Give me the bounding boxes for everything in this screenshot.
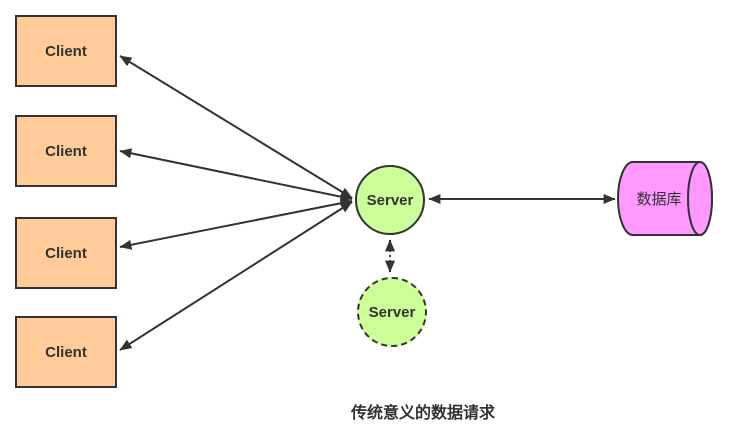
database-node-label: 数据库 bbox=[620, 162, 698, 235]
client-node-1: Client bbox=[15, 15, 117, 87]
client-node-4: Client bbox=[15, 316, 117, 388]
diagram-caption: 传统意义的数据请求 bbox=[350, 405, 495, 422]
edge-client4-server bbox=[119, 201, 353, 351]
client-node-2: Client bbox=[15, 115, 117, 187]
database-label-text: 数据库 bbox=[636, 191, 682, 208]
edge-client1-server bbox=[119, 55, 353, 199]
edge-client3-server bbox=[119, 198, 353, 250]
standby-server-node: Server bbox=[357, 277, 427, 347]
main-server-label: Server bbox=[366, 191, 414, 209]
client-node-1-label: Client bbox=[45, 42, 87, 60]
client-node-3: Client bbox=[15, 217, 117, 289]
standby-server-label: Server bbox=[368, 303, 416, 321]
client-node-2-label: Client bbox=[45, 142, 87, 160]
client-node-3-label: Client bbox=[45, 244, 87, 262]
edge-client2-server bbox=[119, 148, 353, 202]
main-server-node: Server bbox=[355, 165, 425, 235]
client-node-4-label: Client bbox=[45, 343, 87, 361]
